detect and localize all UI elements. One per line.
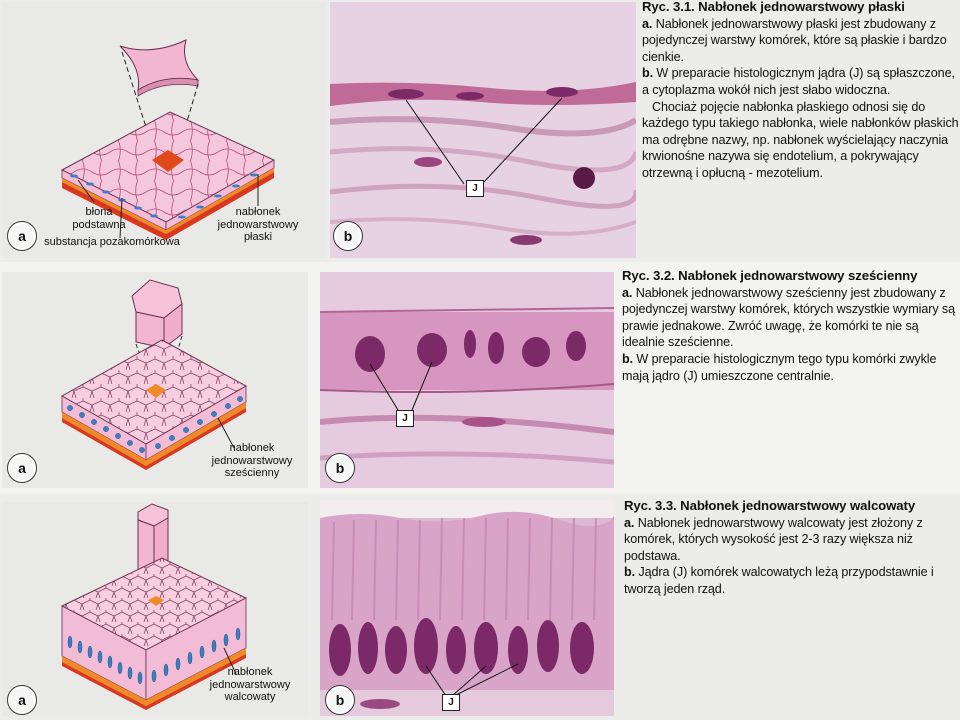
- squamous-epithelium-diagram: [60, 39, 276, 240]
- panel-label-b: b: [334, 222, 362, 250]
- label-tissue-type: nabłonek jednowarstwowy sześcienny: [211, 442, 293, 479]
- figure-title: Ryc. 3.1. Nabłonek jednowarstwowy płaski: [642, 0, 905, 14]
- columnar-epithelium-diagram: [60, 503, 248, 710]
- figure-3-1: błona podstawna substancja pozakomórkowa…: [0, 0, 960, 262]
- caption-part-b: b. W preparacie histologicznym tego typu…: [622, 351, 937, 383]
- columnar-micrograph: [320, 500, 614, 716]
- cuboidal-micrograph: [320, 272, 614, 488]
- label-tissue-type: nabłonek jednowarstwowy płaski: [217, 206, 299, 243]
- diagram-panel-a: nabłonek jednowarstwowy sześcienny a: [2, 272, 308, 488]
- caption-note: Chociaż pojęcie nabłonka płaskiego odnos…: [642, 99, 959, 180]
- micrograph-panel-b: J b: [330, 2, 636, 258]
- caption-part-a: a. Nabłonek jednowarstwowy walcowaty jes…: [624, 515, 923, 563]
- label-tissue-type: nabłonek jednowarstwowy walcowaty: [209, 666, 291, 703]
- squamous-micrograph: [330, 2, 636, 258]
- figure-caption-3-1: Ryc. 3.1. Nabłonek jednowarstwowy płaski…: [642, 0, 960, 182]
- nucleus-marker-j: J: [466, 180, 484, 197]
- panel-label-a: a: [8, 222, 36, 250]
- micrograph-panel-b: J b: [320, 272, 614, 488]
- caption-part-b: b. Jądra (J) komórek walcowatych leżą pr…: [624, 565, 934, 596]
- nucleus-marker-j: J: [396, 410, 414, 427]
- caption-part-a: a. Nabłonek jednowarstwowy sześcienny je…: [622, 285, 956, 350]
- caption-part-b: b. W preparacie histologicznym jądra (J)…: [642, 66, 955, 97]
- panel-label-a: a: [8, 454, 36, 482]
- figure-3-3: nabłonek jednowarstwowy walcowaty a: [0, 494, 960, 720]
- diagram-panel-a: błona podstawna substancja pozakomórkowa…: [2, 2, 326, 258]
- nucleus-marker-j: J: [442, 694, 460, 711]
- figure-caption-3-3: Ryc. 3.3. Nabłonek jednowarstwowy walcow…: [624, 498, 960, 598]
- panel-label-a: a: [8, 686, 36, 714]
- figure-title: Ryc. 3.3. Nabłonek jednowarstwowy walcow…: [624, 498, 916, 513]
- micrograph-panel-b: J b: [320, 500, 614, 716]
- panel-label-b: b: [326, 686, 354, 714]
- figure-title: Ryc. 3.2. Nabłonek jednowarstwowy sześci…: [622, 268, 918, 283]
- caption-part-a: a. Nabłonek jednowarstwowy płaski jest z…: [642, 16, 947, 64]
- label-basement-membrane: błona podstawna: [72, 206, 126, 231]
- diagram-panel-a: nabłonek jednowarstwowy walcowaty a: [2, 502, 308, 716]
- cuboidal-epithelium-diagram: [60, 279, 248, 470]
- figure-caption-3-2: Ryc. 3.2. Nabłonek jednowarstwowy sześci…: [622, 268, 956, 384]
- figure-3-2: nabłonek jednowarstwowy sześcienny a J b: [0, 262, 960, 494]
- panel-label-b: b: [326, 454, 354, 482]
- label-extracellular-substance: substancja pozakomórkowa: [44, 236, 180, 248]
